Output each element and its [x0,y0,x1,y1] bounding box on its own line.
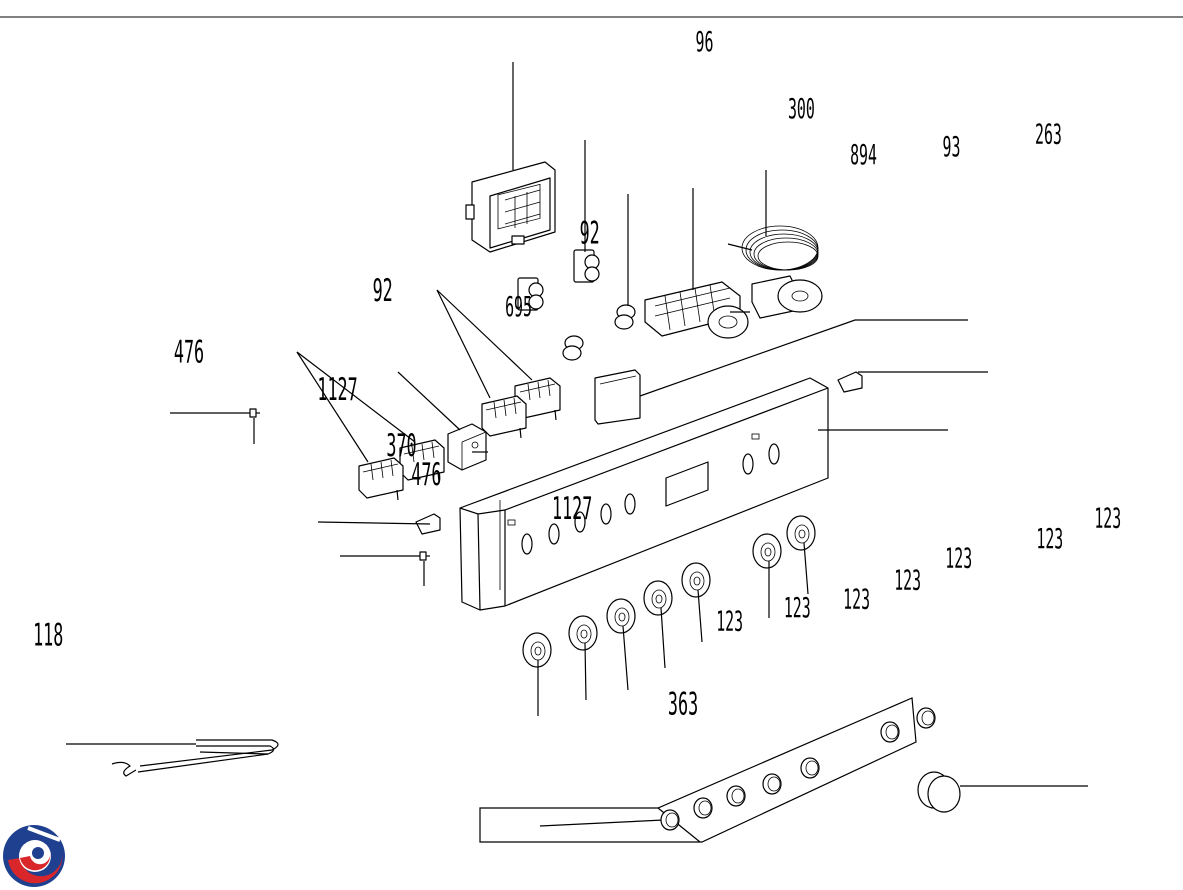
part-123-bezels [522,515,816,716]
part-300-switches [517,140,600,311]
label-894: 894 [850,139,877,171]
part-367-knob [917,771,1088,813]
part-labels: 96 300 894 93 263 92 412 92 695 370 476 … [33,26,1121,722]
label-93: 93 [943,131,961,163]
label-476-upper: 476 [174,334,204,370]
brand-logo-icon [3,825,65,887]
label-263: 263 [1035,119,1062,151]
part-695-box [397,371,488,471]
part-476-1127-screws [170,408,430,586]
label-123-4: 123 [894,565,921,597]
label-1127-lower: 1127 [552,490,592,526]
part-118-heating-element [66,739,279,777]
part-92-terminal-blocks [296,289,561,501]
part-412-bracket [594,319,968,425]
label-118: 118 [33,617,63,653]
label-476-lower: 476 [411,456,441,492]
label-370-left: 370 [386,427,416,463]
label-123-1: 123 [716,606,743,638]
label-123-2: 123 [784,592,811,624]
label-363: 363 [668,686,698,722]
label-123-3: 123 [843,584,870,616]
part-894-clips [562,194,636,361]
label-1127-upper: 1127 [317,371,357,407]
label-695: 695 [505,291,532,323]
part-9-control-panel [459,377,948,611]
label-96: 96 [696,26,714,58]
label-92-upper: 92 [580,215,600,251]
part-96-timer-module [465,62,556,253]
label-300: 300 [788,93,815,125]
label-92-lower: 92 [373,273,393,309]
part-93-selector [644,188,750,339]
part-263-thermostat [727,170,823,319]
part-370-clips [317,371,988,535]
label-123-5: 123 [945,543,972,575]
label-123-7: 123 [1094,503,1121,535]
part-363-knob-strip [479,697,936,843]
label-123-6: 123 [1036,523,1063,555]
